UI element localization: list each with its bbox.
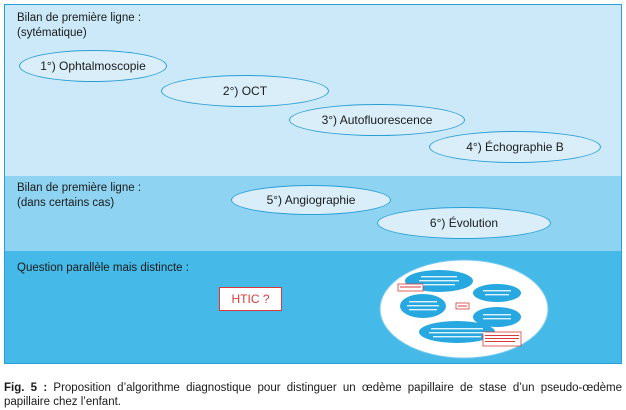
thumbnail-text-lines (407, 276, 511, 338)
section-label-line1: Bilan de première ligne : (17, 12, 142, 24)
section-label-line2: (dans certains cas) (17, 197, 115, 209)
caption-text: Proposition d’algorithme diagnostique po… (4, 382, 622, 408)
algorithm-diagram: Bilan de première ligne : (sytématique) … (4, 4, 622, 364)
section-label-parallel-question: Question parallèle mais distincte : (17, 261, 189, 276)
htic-box: HTIC ? (219, 287, 282, 311)
step-echographie-b: 4°) Échographie B (429, 131, 601, 163)
section-label-line2: (sytématique) (17, 27, 87, 39)
parallel-question-thumbnail (379, 259, 549, 359)
caption-prefix: Fig. 5 : (4, 382, 48, 394)
step-evolution: 6°) Évolution (377, 207, 551, 239)
step-autofluorescence: 3°) Autofluorescence (289, 104, 465, 136)
section-label-line1: Question parallèle mais distincte : (17, 262, 189, 274)
section-label-line1: Bilan de première ligne : (17, 182, 142, 194)
step-ophtalmoscopie: 1°) Ophtalmoscopie (19, 50, 167, 82)
section-label-systematic: Bilan de première ligne : (sytématique) (17, 11, 141, 41)
section-label-some-cases: Bilan de première ligne : (dans certains… (17, 181, 141, 211)
step-angiographie: 5°) Angiographie (231, 185, 391, 215)
figure-caption: Fig. 5 : Proposition d’algorithme diagno… (4, 381, 622, 409)
thumbnail-node (473, 284, 521, 302)
thumbnail-red-text-lines (400, 286, 519, 342)
step-oct: 2°) OCT (161, 75, 329, 107)
thumbnail-node (473, 307, 521, 327)
